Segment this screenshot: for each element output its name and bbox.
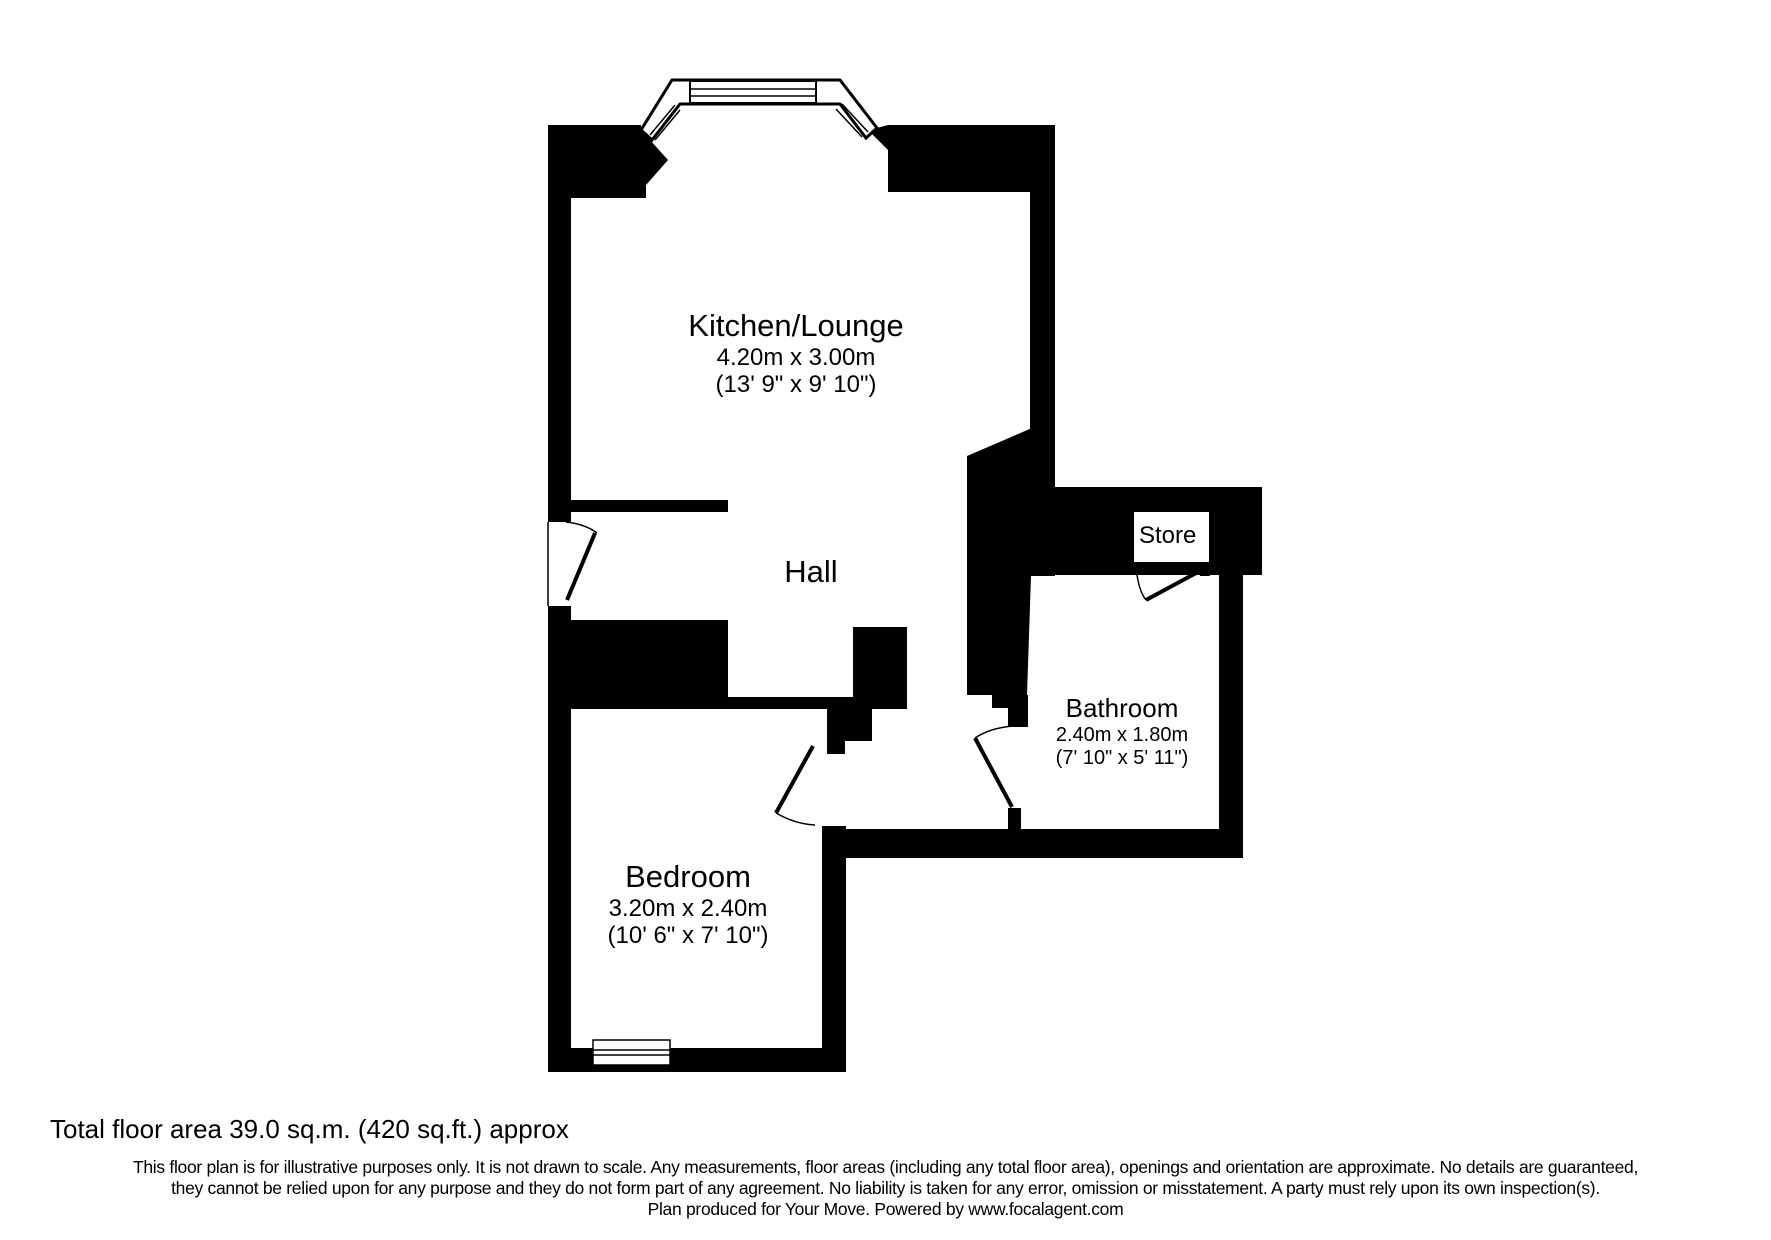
- wall-bedroom-left: [548, 697, 571, 1072]
- room-name: Bathroom: [1065, 693, 1179, 723]
- wall-hall-column: [853, 627, 907, 709]
- wall-bathroom-bottom: [822, 829, 1243, 858]
- disclaimer: This floor plan is for illustrative purp…: [0, 1157, 1771, 1220]
- room-label-bedroom: Bedroom 3.20m x 2.40m (10' 6" x 7' 10"): [608, 859, 769, 950]
- wall-bath-door-jamb-bottom: [1008, 808, 1021, 833]
- wall-hall-lower-block: [548, 620, 728, 697]
- bay-window: [639, 78, 880, 143]
- room-dimensions-metric: 2.40m x 1.80m: [1055, 723, 1189, 746]
- room-label-hall: Hall: [784, 554, 837, 590]
- room-dimensions-metric: 3.20m x 2.40m: [608, 894, 768, 922]
- wall-hall-column-step2: [827, 741, 845, 754]
- room-dimensions-imperial: (10' 6" x 7' 10"): [607, 922, 769, 950]
- wall-bathroom-right: [1219, 487, 1243, 858]
- wall-kitchen-top-left: [548, 125, 668, 505]
- room-label-store: Store: [1139, 522, 1197, 549]
- wall-bedroom-right: [822, 826, 846, 1072]
- disclaimer-line: This floor plan is for illustrative purp…: [132, 1157, 1639, 1177]
- total-floor-area: Total floor area 39.0 sq.m. (420 sq.ft.)…: [50, 1114, 569, 1144]
- wall-hall-column-step: [827, 709, 872, 741]
- entrance-door-swing: [565, 521, 598, 534]
- room-name: Hall: [784, 554, 838, 589]
- room-dimensions-imperial: (13' 9" x 9' 10"): [715, 371, 877, 399]
- bathroom-door-swing: [974, 725, 1014, 739]
- room-name: Bedroom: [625, 859, 751, 894]
- store-door-jamb-left: [1133, 563, 1136, 575]
- wall-hall-divider: [571, 500, 728, 512]
- store-room: [1134, 512, 1209, 562]
- room-label-kitchen-lounge: Kitchen/Lounge 4.20m x 3.00m (13' 9" x 9…: [688, 308, 903, 399]
- room-label-bathroom: Bathroom 2.40m x 1.80m (7' 10" x 5' 11"): [1055, 693, 1189, 770]
- wall-entrance-jamb-top: [548, 505, 571, 522]
- disclaimer-line: they cannot be relied upon for any purpo…: [171, 1178, 1600, 1198]
- wall-kitchen-top-right: [869, 125, 1055, 495]
- entrance-door-leaf: [565, 532, 597, 601]
- store-door-jamb: [1200, 563, 1210, 576]
- room-dimensions-imperial: (7' 10" x 5' 11"): [1055, 746, 1189, 769]
- store-door-leaf: [1145, 570, 1199, 602]
- store-door-swing: [1135, 565, 1147, 601]
- bedroom-door-leaf: [774, 745, 815, 814]
- bedroom-window: [592, 1039, 671, 1066]
- wall-bath-door-jamb-top: [1008, 695, 1028, 727]
- room-dimensions-metric: 4.20m x 3.00m: [716, 343, 876, 371]
- wall-bedroom-top: [548, 697, 906, 709]
- bedroom-door-swing: [775, 812, 816, 826]
- bathroom-door-leaf: [973, 737, 1014, 808]
- bay-window-centre-pane: [689, 80, 817, 104]
- room-name: Kitchen/Lounge: [688, 308, 904, 343]
- doors: [547, 521, 1199, 826]
- disclaimer-credit: Plan produced for Your Move. Powered by …: [647, 1199, 1124, 1219]
